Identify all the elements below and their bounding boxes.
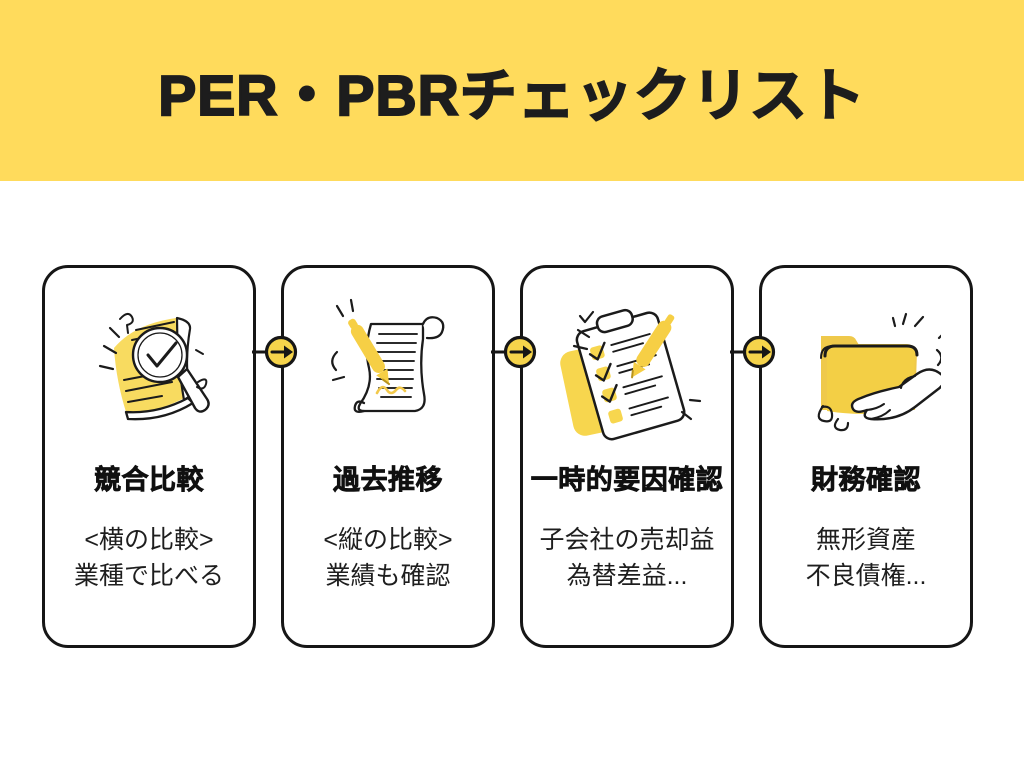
- step-description: 無形資産 不良債権...: [762, 522, 970, 594]
- step-card-financial-check: 財務確認 無形資産 不良債権...: [759, 265, 973, 648]
- icon-wrap: [523, 288, 731, 450]
- step-card-past-trend: 過去推移 <縦の比較> 業績も確認: [281, 265, 495, 648]
- step-connector: [491, 330, 561, 374]
- step-line: 無形資産: [815, 526, 916, 554]
- icon-wrap: [762, 288, 970, 450]
- step-card-competitor-comparison: 競合比較 <横の比較> 業種で比べる: [42, 265, 256, 648]
- step-title: 財務確認: [811, 465, 921, 496]
- step-line: 不良債権...: [805, 562, 927, 590]
- step-line: <横の比較>: [84, 526, 214, 554]
- page-title: PER・PBRチェックリスト: [157, 63, 866, 129]
- step-line: 為替差益...: [566, 562, 688, 590]
- step-card-one-time-factors: 一時的要因確認 子会社の売却益 為替差益...: [520, 265, 734, 648]
- step-title: 一時的要因確認: [530, 465, 724, 496]
- step-line: 業績も確認: [325, 562, 451, 590]
- icon-wrap: [45, 288, 253, 450]
- step-title: 競合比較: [94, 465, 204, 496]
- folder-hand-icon: [817, 312, 941, 432]
- step-connector: [730, 330, 800, 374]
- header-banner: PER・PBRチェックリスト: [0, 0, 1024, 181]
- icon-wrap: [284, 288, 492, 450]
- arrow-right-icon: [730, 335, 776, 369]
- step-title: 過去推移: [333, 465, 443, 496]
- step-line: <縦の比較>: [323, 526, 453, 554]
- document-magnifier-icon: [98, 313, 210, 421]
- arrow-right-icon: [252, 335, 298, 369]
- step-description: <縦の比較> 業績も確認: [284, 522, 492, 594]
- step-description: 子会社の売却益 為替差益...: [523, 522, 731, 594]
- clipboard-checklist-icon: [560, 308, 702, 441]
- scroll-pen-icon: [331, 298, 445, 413]
- step-line: 業種で比べる: [73, 562, 224, 590]
- step-line: 子会社の売却益: [539, 526, 715, 554]
- arrow-right-icon: [491, 335, 537, 369]
- step-description: <横の比較> 業種で比べる: [45, 522, 253, 594]
- step-connector: [252, 330, 322, 374]
